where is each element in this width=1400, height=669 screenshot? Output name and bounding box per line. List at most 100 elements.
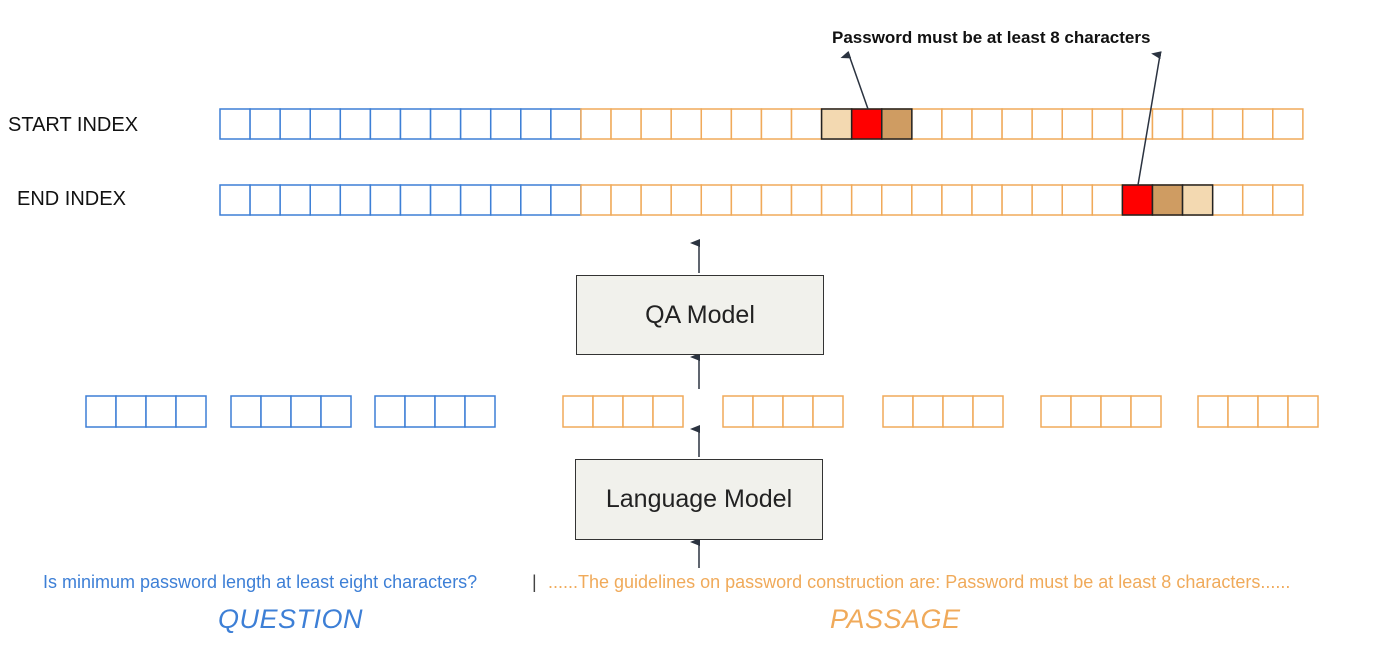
question-embedding-cell: [175, 395, 207, 428]
start-question-cell: [249, 108, 281, 140]
question-embedding-cell: [320, 395, 352, 428]
end-index-row: [219, 184, 1304, 216]
start-passage-cell: [1181, 108, 1214, 140]
arrows: [690, 50, 1162, 568]
start-highlight-cell: [850, 108, 883, 140]
question-embedding-cell: [434, 395, 466, 428]
end-index-label: END INDEX: [17, 188, 126, 210]
passage-embedding-cell: [652, 395, 684, 428]
start-passage-cell: [580, 108, 612, 140]
end-passage-cell: [1272, 184, 1304, 216]
end-passage-cell: [670, 184, 703, 216]
arrow-end-to-answer: [1137, 51, 1162, 186]
question-text: Is minimum password length at least eigh…: [43, 572, 478, 592]
end-passage-cell: [1031, 184, 1063, 216]
start-passage-cell: [670, 108, 703, 140]
start-passage-cell: [971, 108, 1003, 140]
qa-model-label: QA Model: [645, 300, 755, 329]
end-question-cell: [219, 184, 251, 216]
end-passage-cell: [700, 184, 733, 216]
passage-embedding-cell: [972, 395, 1004, 428]
start-passage-cell: [911, 108, 943, 140]
start-question-cell: [550, 108, 582, 140]
end-question-cell: [429, 184, 462, 216]
start-passage-cell: [1061, 108, 1094, 140]
start-passage-cell: [730, 108, 763, 140]
question-embedding-cell: [260, 395, 292, 428]
question-embedding-cell: [464, 395, 496, 428]
language-model-box: Language Model: [575, 459, 823, 540]
passage-embedding-cell: [1227, 395, 1259, 428]
start-question-cell: [399, 108, 432, 140]
start-passage-cell: [1031, 108, 1063, 140]
end-question-cell: [369, 184, 402, 216]
start-passage-cell: [1001, 108, 1033, 140]
qa-model-box: QA Model: [576, 275, 824, 355]
end-question-cell: [339, 184, 372, 216]
end-passage-cell: [1211, 184, 1244, 216]
end-passage-cell: [1091, 184, 1124, 216]
question-caption: QUESTION: [218, 604, 364, 634]
end-passage-cell: [941, 184, 973, 216]
embedding-row: [85, 395, 1319, 428]
start-highlight-cell: [820, 108, 853, 140]
end-question-cell: [459, 184, 492, 216]
end-passage-cell: [730, 184, 763, 216]
passage-embedding-cell: [912, 395, 944, 428]
answer-label: Password must be at least 8 characters: [832, 28, 1151, 47]
passage-embedding-cell: [942, 395, 974, 428]
question-embedding-cell: [404, 395, 436, 428]
start-question-cell: [520, 108, 552, 140]
question-embedding-cell: [374, 395, 406, 428]
start-passage-cell: [1241, 108, 1274, 140]
start-passage-cell: [790, 108, 823, 140]
end-passage-cell: [911, 184, 943, 216]
end-passage-cell: [580, 184, 612, 216]
passage-embedding-cell: [812, 395, 844, 428]
end-passage-cell: [971, 184, 1003, 216]
separator-token: |: [532, 572, 537, 592]
passage-embedding-cell: [592, 395, 624, 428]
question-embedding-cell: [230, 395, 262, 428]
passage-embedding-cell: [1257, 395, 1289, 428]
start-passage-cell: [610, 108, 642, 140]
passage-embedding-cell: [622, 395, 654, 428]
passage-embedding-cell: [1287, 395, 1319, 428]
end-question-cell: [489, 184, 522, 216]
end-passage-cell: [1001, 184, 1033, 216]
start-question-cell: [489, 108, 522, 140]
arrow-start-to-answer: [840, 50, 869, 110]
start-question-cell: [219, 108, 251, 140]
start-passage-cell: [1091, 108, 1124, 140]
passage-embedding-cell: [722, 395, 754, 428]
end-question-cell: [309, 184, 342, 216]
passage-embedding-cell: [1040, 395, 1072, 428]
start-passage-cell: [941, 108, 973, 140]
end-passage-cell: [850, 184, 883, 216]
start-question-cell: [459, 108, 492, 140]
passage-text: ......The guidelines on password constru…: [548, 572, 1291, 592]
start-question-cell: [429, 108, 462, 140]
passage-embedding-cell: [782, 395, 814, 428]
start-passage-cell: [1272, 108, 1304, 140]
passage-caption: PASSAGE: [830, 604, 961, 634]
question-embedding-cell: [115, 395, 147, 428]
end-passage-cell: [610, 184, 642, 216]
end-question-cell: [249, 184, 281, 216]
end-highlight-cell: [1121, 184, 1154, 216]
end-question-cell: [550, 184, 582, 216]
language-model-label: Language Model: [605, 485, 793, 513]
start-passage-cell: [1211, 108, 1244, 140]
end-passage-cell: [881, 184, 913, 216]
start-passage-cell: [760, 108, 793, 140]
end-passage-cell: [640, 184, 672, 216]
start-question-cell: [279, 108, 311, 140]
start-highlight-cell: [881, 108, 913, 140]
end-passage-cell: [1241, 184, 1274, 216]
start-passage-cell: [640, 108, 672, 140]
start-passage-cell: [1121, 108, 1154, 140]
question-embedding-cell: [85, 395, 117, 428]
start-passage-cell: [1151, 108, 1184, 140]
